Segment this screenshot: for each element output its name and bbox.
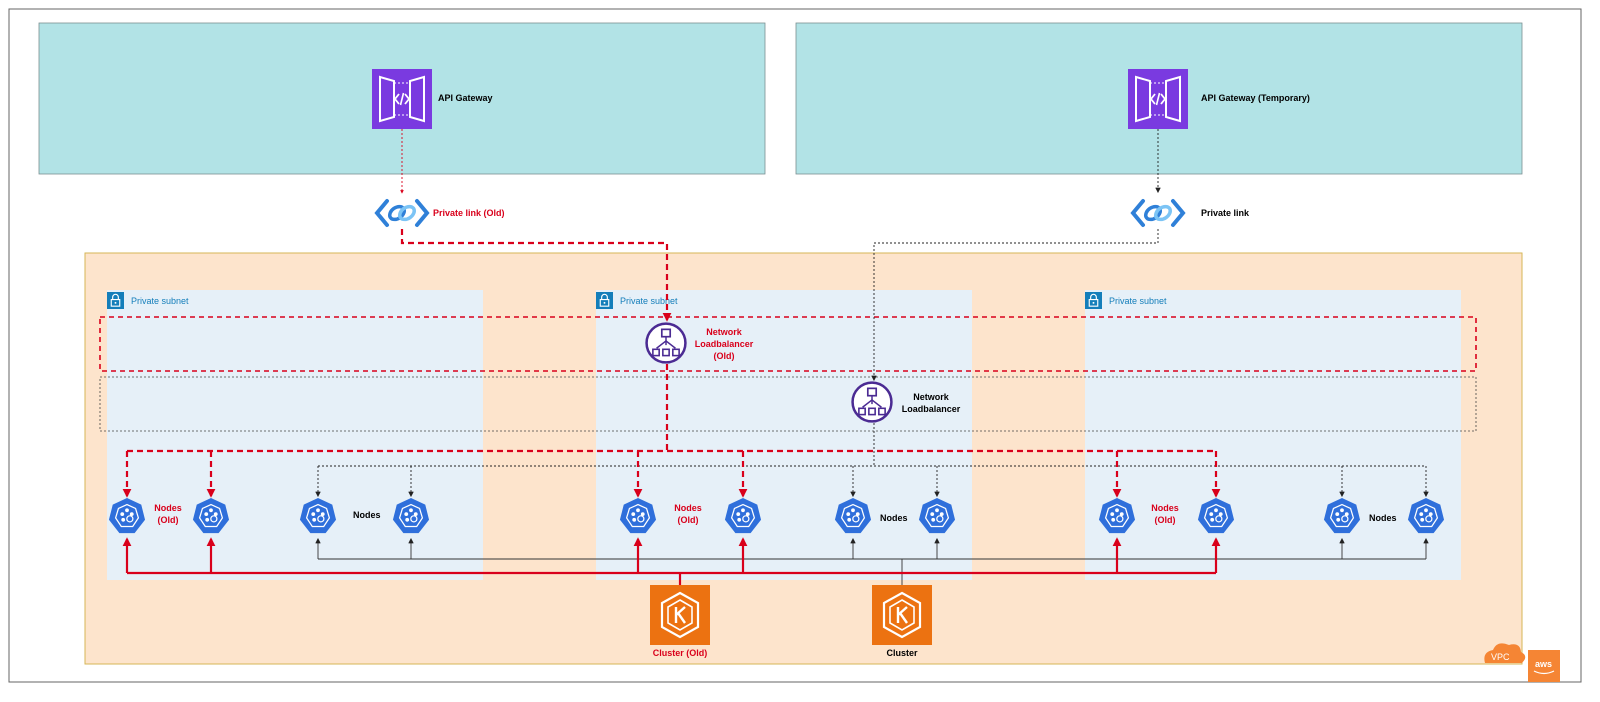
nodes-old-label: (Old) xyxy=(1155,515,1176,525)
private-link-old-label: Private link (Old) xyxy=(433,208,505,218)
private-link-label: Private link xyxy=(1201,208,1250,218)
nlb-label: Network xyxy=(913,392,950,402)
load-balancer-band xyxy=(99,376,1477,432)
load-balancer-icon xyxy=(851,381,893,423)
aws-logo-smile xyxy=(1533,670,1555,675)
nlb-label: Loadbalancer xyxy=(902,404,961,414)
private-subnet-3 xyxy=(1085,290,1461,580)
subnet-label: Private subnet xyxy=(620,296,678,306)
nodes-old-label: Nodes xyxy=(1151,503,1179,513)
nodes-label: Nodes xyxy=(353,510,381,520)
cluster-label: Cluster xyxy=(886,648,918,658)
cluster-old-label: Cluster (Old) xyxy=(653,648,708,658)
nlb-old-label: Loadbalancer xyxy=(695,339,754,349)
nodes-label: Nodes xyxy=(880,513,908,523)
subnet-label: Private subnet xyxy=(131,296,189,306)
private-subnet-1 xyxy=(107,290,483,580)
api-gateway-label: API Gateway xyxy=(438,93,493,103)
load-balancer-icon xyxy=(645,322,687,364)
nodes-old-label: Nodes xyxy=(674,503,702,513)
nodes-old-label: (Old) xyxy=(678,515,699,525)
cloud-icon xyxy=(1484,643,1526,663)
nlb-old-label: Network xyxy=(706,327,743,337)
nodes-old-label: (Old) xyxy=(158,515,179,525)
eks-cluster-icon xyxy=(650,585,710,645)
subnet-label: Private subnet xyxy=(1109,296,1167,306)
api-gateway-temporary-label: API Gateway (Temporary) xyxy=(1201,93,1310,103)
api-gateway-icon xyxy=(372,69,432,129)
lock-icon xyxy=(596,292,613,309)
aws-logo-text: aws xyxy=(1535,659,1552,669)
eks-cluster-icon xyxy=(872,585,932,645)
connector-private-link-to-nlb xyxy=(871,229,1159,382)
nodes-label: Nodes xyxy=(1369,513,1397,523)
api-gateway-icon xyxy=(1128,69,1188,129)
nlb-old-label: (Old) xyxy=(714,351,735,361)
old-load-balancer-band xyxy=(99,316,1477,372)
aws-logo-icon xyxy=(1528,650,1560,682)
lock-icon xyxy=(107,292,124,309)
nodes-old-label: Nodes xyxy=(154,503,182,513)
vpc-label: VPC xyxy=(1491,652,1510,662)
lock-icon xyxy=(1085,292,1102,309)
